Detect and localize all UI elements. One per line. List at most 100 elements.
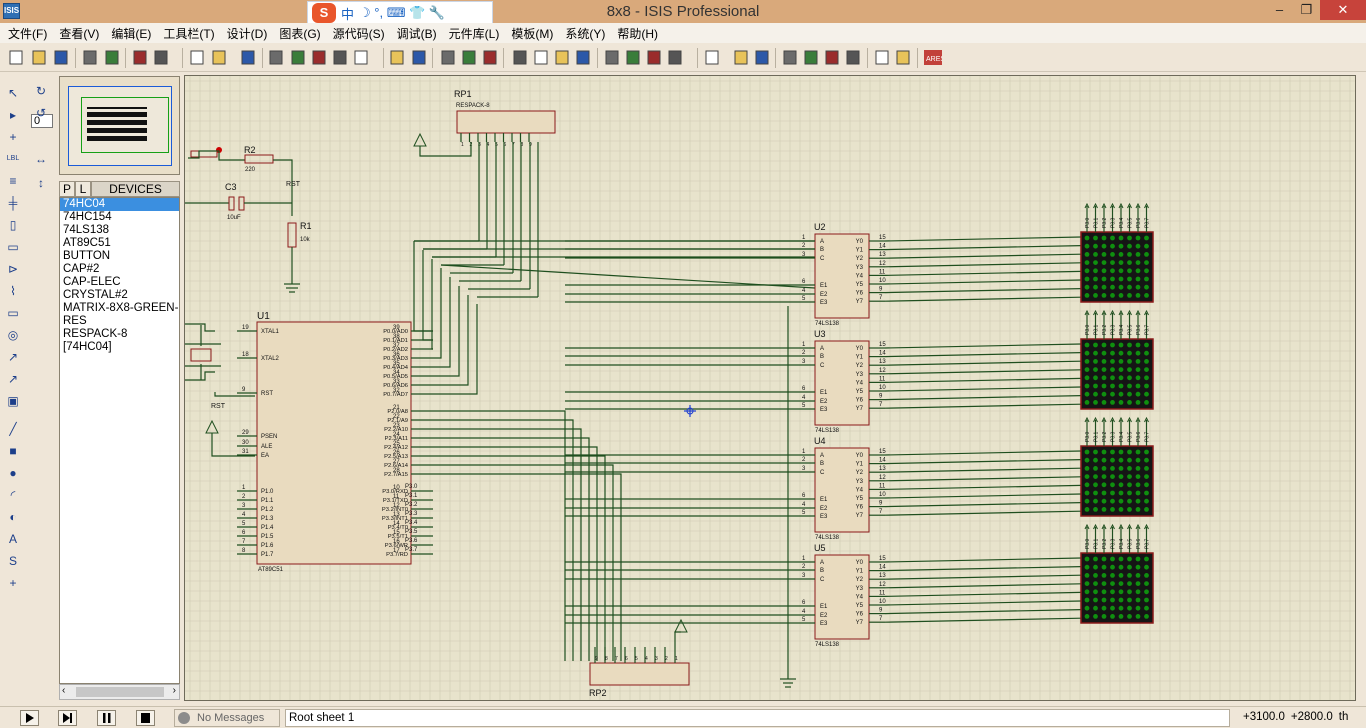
led-dot[interactable] xyxy=(1144,276,1149,282)
led-dot[interactable] xyxy=(1144,284,1149,290)
rp2-pin-num[interactable]: 8 xyxy=(605,656,608,662)
decoder-pin-num[interactable]: 4 xyxy=(802,609,806,615)
mirror-y-icon[interactable]: ↕ xyxy=(38,176,44,190)
u1-pin-num[interactable]: 1 xyxy=(242,485,246,491)
led-dot[interactable] xyxy=(1127,614,1132,619)
decoder-body-2[interactable] xyxy=(814,233,870,319)
power-arrow-icon[interactable] xyxy=(1127,523,1132,530)
decoder-part[interactable]: 74LS138 xyxy=(815,428,840,434)
u1-pin-name[interactable]: P2.0/A8 xyxy=(387,409,408,415)
decoder-pin-num[interactable]: 13 xyxy=(879,573,886,579)
decoder-body-5[interactable] xyxy=(814,554,870,640)
decoder-pin-name[interactable]: Y2 xyxy=(856,577,864,583)
u1-pin-num[interactable]: 35 xyxy=(393,361,400,367)
menu-item[interactable]: 图表(G) xyxy=(279,27,321,41)
electrical-check-icon[interactable] xyxy=(895,49,911,66)
led-dot[interactable] xyxy=(1093,260,1098,265)
matrix-column-label[interactable]: P3.7 xyxy=(1145,217,1151,228)
decoder-pin-name[interactable]: Y4 xyxy=(856,487,864,493)
matrix-column-label[interactable]: P3.2 xyxy=(1102,217,1108,228)
u1-pin-name[interactable]: P2.1/A9 xyxy=(387,418,408,424)
u1-pin-name[interactable]: P3.1/TXD xyxy=(383,498,408,504)
u1-pin-name[interactable]: P0.7/AD7 xyxy=(383,392,408,398)
led-dot[interactable] xyxy=(1110,276,1115,282)
export-icon[interactable] xyxy=(104,49,120,66)
decoder-pin-name[interactable]: Y7 xyxy=(856,513,864,519)
led-dot[interactable] xyxy=(1101,564,1107,570)
decoder-pin-name[interactable]: Y3 xyxy=(856,479,864,485)
decoder-pin-name[interactable]: Y1 xyxy=(856,462,864,468)
led-dot[interactable] xyxy=(1110,268,1115,274)
zoom-out-icon[interactable] xyxy=(311,49,327,66)
led-dot[interactable] xyxy=(1084,449,1090,455)
decoder-pin-num[interactable]: 9 xyxy=(879,608,883,614)
u1-pin-num[interactable]: 36 xyxy=(393,352,400,358)
led-dot[interactable] xyxy=(1144,359,1149,364)
decoder-pin-num[interactable]: 14 xyxy=(879,351,886,357)
u1-pin-num[interactable]: 24 xyxy=(393,432,400,438)
u1-pin-num[interactable]: 2 xyxy=(242,494,246,500)
decoder-pin-name[interactable]: Y3 xyxy=(856,586,864,592)
menu-item[interactable]: 模板(M) xyxy=(511,27,554,41)
u1-pin-name[interactable]: P0.4/AD4 xyxy=(383,365,409,371)
led-dot[interactable] xyxy=(1084,498,1090,504)
decoder-pin-name[interactable]: E2 xyxy=(820,613,828,619)
led-dot[interactable] xyxy=(1093,573,1098,578)
scroll-right-icon[interactable]: › xyxy=(172,685,176,696)
decoder-pin-name[interactable]: E2 xyxy=(820,399,828,405)
led-dot[interactable] xyxy=(1084,474,1090,479)
decoder-pin-name[interactable]: Y1 xyxy=(856,355,864,361)
led-dot[interactable] xyxy=(1084,589,1090,595)
power-arrow-icon[interactable] xyxy=(1093,309,1098,316)
u1-pin-name[interactable]: P0.0/AD0 xyxy=(383,329,408,335)
led-dot[interactable] xyxy=(1093,449,1098,455)
led-dot[interactable] xyxy=(1144,375,1149,381)
power-arrow-icon[interactable] xyxy=(1101,202,1107,209)
matrix-column-label[interactable]: P3.3 xyxy=(1111,324,1117,335)
power-arrow-icon[interactable] xyxy=(1084,523,1090,530)
led-dot[interactable] xyxy=(1144,457,1149,463)
decoder-pin-num[interactable]: 13 xyxy=(879,252,886,258)
led-dot[interactable] xyxy=(1101,556,1107,562)
decoder-pin-num[interactable]: 6 xyxy=(802,600,806,606)
u1-ref[interactable]: U1 xyxy=(257,311,270,322)
decoder-pin-name[interactable]: Y1 xyxy=(856,248,864,254)
block-copy-icon[interactable] xyxy=(512,49,528,66)
decoder-body-4[interactable] xyxy=(814,447,870,533)
u1-pin-num[interactable]: 25 xyxy=(393,441,400,447)
component-mode-icon[interactable]: ▸ xyxy=(9,108,17,122)
decoder-pin-num[interactable]: 13 xyxy=(879,466,886,472)
led-dot[interactable] xyxy=(1127,482,1132,488)
u1-pin-name[interactable]: P2.2/A10 xyxy=(384,427,408,433)
led-dot[interactable] xyxy=(1101,614,1107,619)
decoder-pin-name[interactable]: Y0 xyxy=(856,560,864,566)
led-dot[interactable] xyxy=(1084,268,1090,274)
decoder-pin-name[interactable]: E3 xyxy=(820,621,828,627)
led-dot[interactable] xyxy=(1135,260,1141,265)
matrix-column-label[interactable]: P3.2 xyxy=(1102,538,1108,549)
decoder-pin-num[interactable]: 3 xyxy=(802,573,806,579)
decoder-pin-name[interactable]: Y7 xyxy=(856,620,864,626)
led-dot[interactable] xyxy=(1118,383,1124,389)
led-dot[interactable] xyxy=(1084,235,1090,241)
decoder-pin-num[interactable]: 15 xyxy=(879,342,886,348)
u1-pin-name[interactable]: XTAL2 xyxy=(261,356,280,362)
rotation-input[interactable]: 0 xyxy=(31,114,53,128)
decoder-pin-num[interactable]: 9 xyxy=(879,501,883,507)
u1-pin-name[interactable]: P1.5 xyxy=(261,534,274,540)
u1-pin-num[interactable]: 31 xyxy=(242,449,249,455)
rp1-pin-num[interactable]: 1 xyxy=(461,142,464,148)
rp1-body[interactable] xyxy=(456,110,556,134)
schematic-svg[interactable]: RP1RESPACK-8123456789R2220RSTR110kC310uF… xyxy=(185,76,1356,701)
led-dot[interactable] xyxy=(1093,605,1098,611)
power-arrow-icon[interactable] xyxy=(1093,523,1098,530)
menu-item[interactable]: 文件(F) xyxy=(8,27,48,41)
decoder-pin-name[interactable]: Y0 xyxy=(856,239,864,245)
led-dot[interactable] xyxy=(1127,490,1132,496)
rotate-ccw-icon[interactable]: ↺ xyxy=(35,106,47,120)
decoder-pin-num[interactable]: 7 xyxy=(879,402,883,408)
led-dot[interactable] xyxy=(1135,235,1141,241)
led-dot[interactable] xyxy=(1084,457,1090,463)
led-dot[interactable] xyxy=(1127,474,1132,479)
led-dot[interactable] xyxy=(1101,235,1107,241)
